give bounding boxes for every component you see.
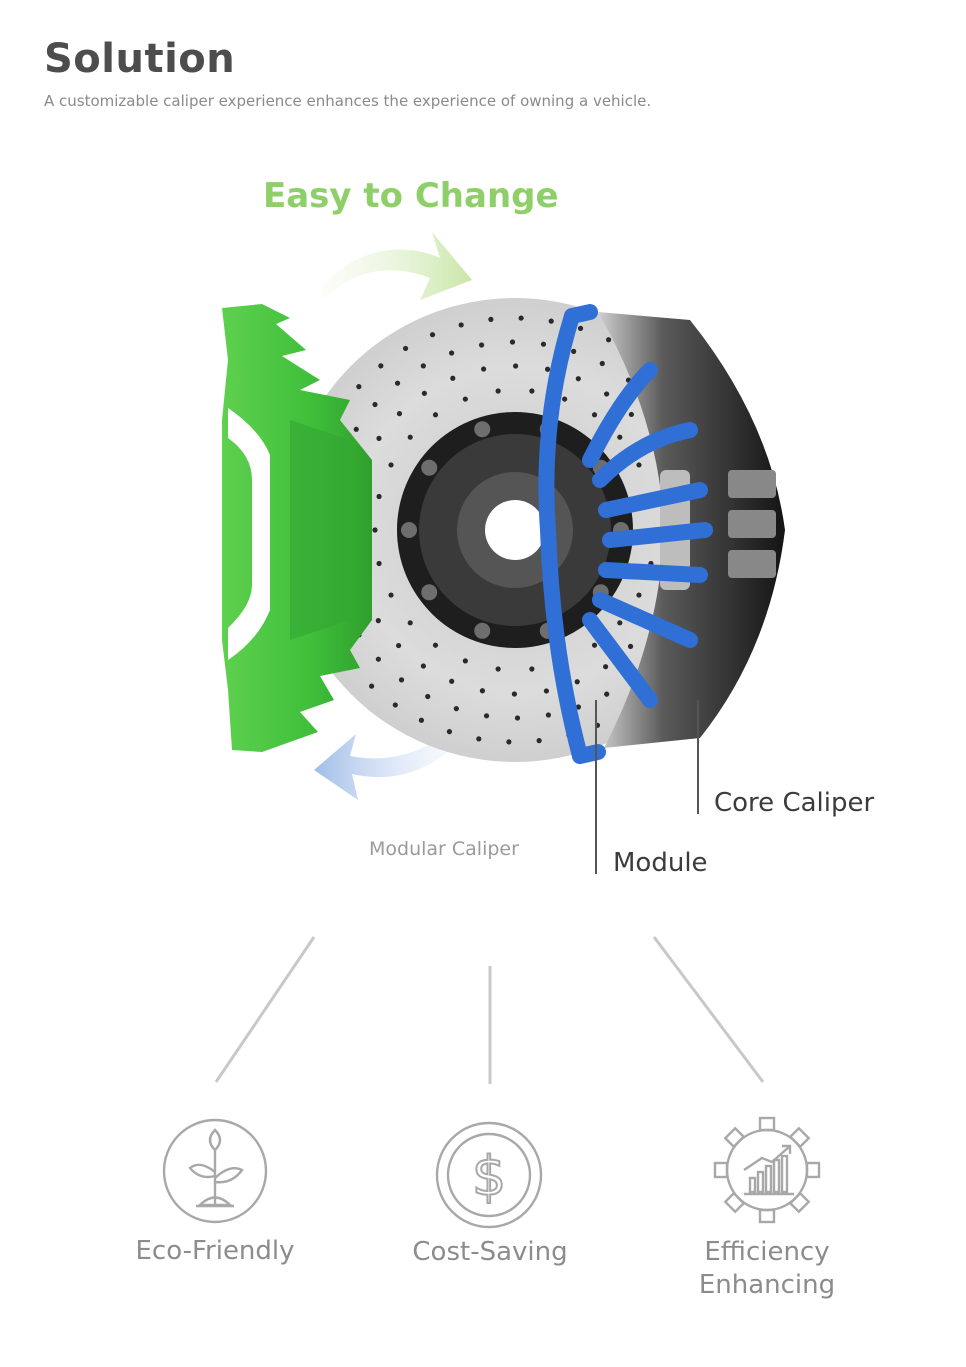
connector-line-left	[214, 936, 316, 1083]
rotate-arrow-top-icon	[318, 232, 472, 300]
easy-to-change-headline: Easy to Change	[263, 176, 559, 216]
dollar-coin-icon: $	[435, 1121, 543, 1229]
sprout-icon	[162, 1118, 268, 1224]
benefit-eco-friendly-label: Eco-Friendly	[135, 1236, 295, 1266]
rotate-arrow-bottom-icon	[314, 720, 470, 800]
modular-caliper-shell	[222, 304, 372, 752]
module-label: Module	[613, 848, 708, 878]
blue-module	[538, 304, 713, 764]
page-subtitle: A customizable caliper experience enhanc…	[44, 92, 652, 110]
connector-line-right	[652, 936, 765, 1083]
benefit-cost-saving-label: Cost-Saving	[412, 1237, 568, 1267]
modular-caliper-label: Modular Caliper	[369, 838, 519, 860]
benefit-efficiency-enhancing-label: Efficiency Enhancing	[698, 1237, 836, 1300]
gear-chart-icon	[713, 1116, 821, 1224]
page-title: Solution	[44, 36, 236, 82]
core-caliper-label: Core Caliper	[714, 788, 875, 818]
brake-rotor	[283, 298, 747, 762]
svg-text:$: $	[472, 1145, 506, 1208]
